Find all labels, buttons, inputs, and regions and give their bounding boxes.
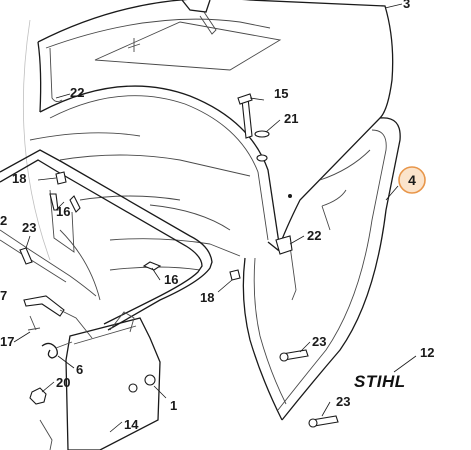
callout-22-top: 22: [70, 85, 84, 100]
bracket-hole: [128, 383, 138, 393]
hood-top-panel: [94, 21, 282, 71]
brand-logo-text: STIHL: [354, 372, 406, 391]
callout-labels: 3 15 21 22 18 16 2 23 16 18 22 7 17 23 6…: [0, 0, 434, 432]
callout-16-left: 16: [56, 204, 70, 219]
hood-inner-body: [59, 154, 251, 301]
callout-18-left: 18: [12, 171, 26, 186]
bracket-hole: [144, 374, 156, 386]
part-16-screws: [69, 195, 162, 271]
callout-12: 12: [420, 345, 434, 360]
callout-2: 2: [0, 213, 7, 228]
hood-fastener-dot: [288, 194, 292, 198]
callout-14: 14: [124, 417, 139, 432]
leader-lines: [13, 3, 417, 433]
hood-outer: [29, 0, 394, 252]
callout-21: 21: [284, 111, 298, 126]
callout-6: 6: [76, 362, 83, 377]
part-6-spring: [41, 341, 73, 359]
part-23-screws: [19, 247, 339, 428]
highlighted-callout-4[interactable]: 4: [385, 166, 426, 201]
part-18-screws: [49, 171, 241, 281]
callout-23-mid: 23: [312, 334, 326, 349]
bracket: [39, 311, 161, 450]
callout-17: 17: [0, 334, 14, 349]
callout-18-mid: 18: [200, 290, 214, 305]
callout-3: 3: [403, 0, 410, 11]
part-22-clips: [275, 235, 293, 255]
part-15-screw: [237, 93, 253, 139]
brand-decal: STIHL: [354, 372, 406, 391]
construction-arc: [22, 19, 51, 261]
callout-4: 4: [408, 172, 416, 188]
part-17-clip: [23, 295, 93, 339]
callout-23-left: 23: [22, 220, 36, 235]
callout-22-right: 22: [307, 228, 321, 243]
part-21-washer: [254, 130, 270, 162]
callout-15: 15: [274, 86, 288, 101]
callout-16-mid: 16: [164, 272, 178, 287]
callout-1: 1: [170, 398, 177, 413]
callout-20: 20: [56, 375, 70, 390]
callout-7: 7: [0, 288, 7, 303]
frame-bail: [0, 149, 213, 331]
highlight-circle: [398, 166, 426, 194]
callout-23-bottom: 23: [336, 394, 350, 409]
rear-cover: [242, 117, 401, 421]
